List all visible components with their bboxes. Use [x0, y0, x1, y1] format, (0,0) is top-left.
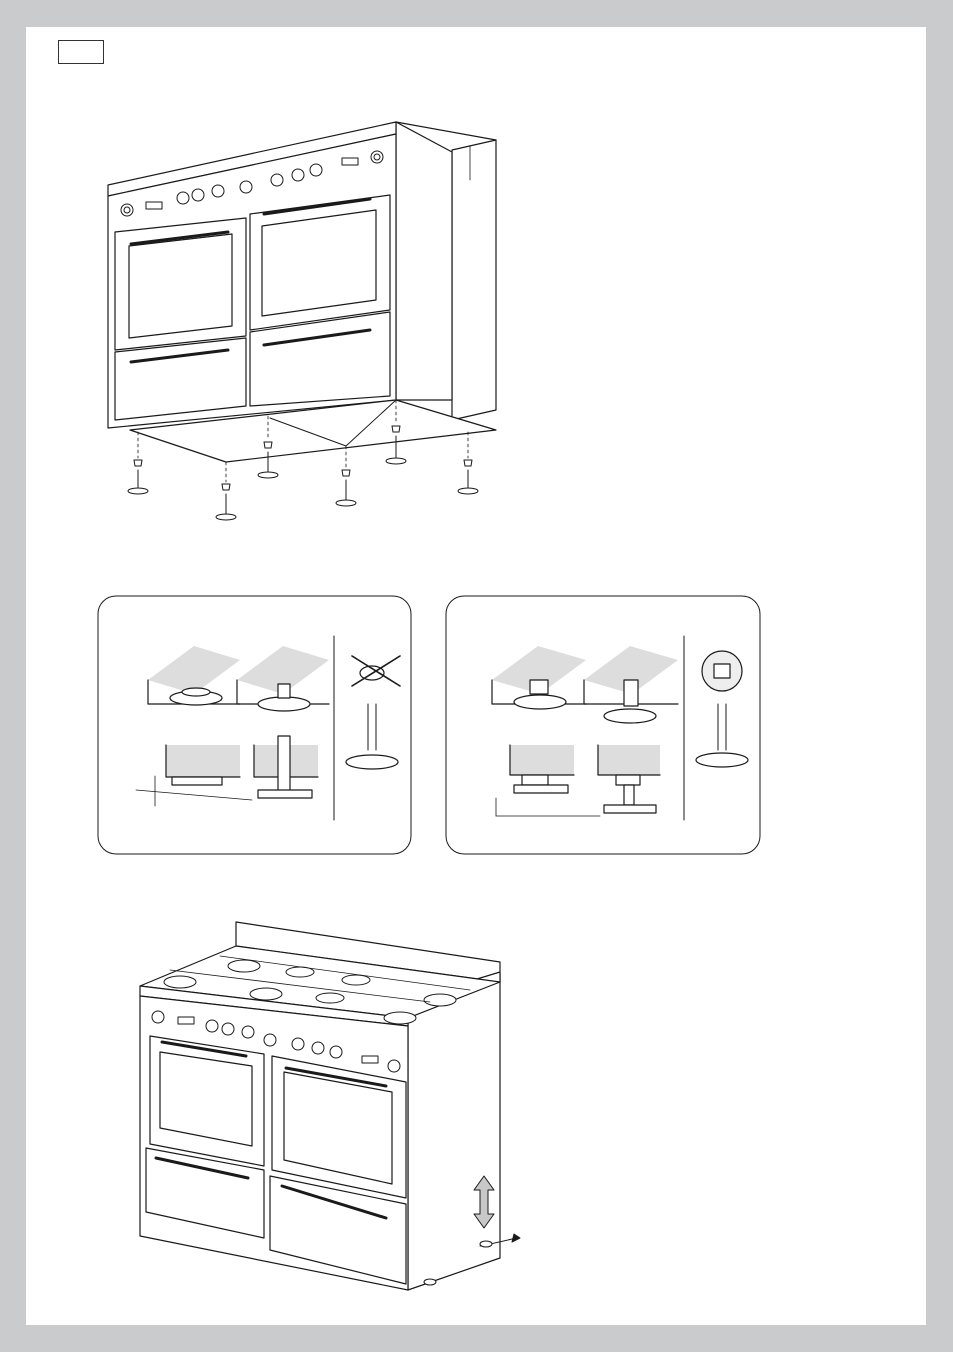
figure-foot-panel-right [446, 596, 760, 854]
figure-foot-panel-left [98, 596, 411, 854]
figure-oven-leveling [140, 922, 520, 1290]
figure-oven-underside [108, 122, 496, 520]
